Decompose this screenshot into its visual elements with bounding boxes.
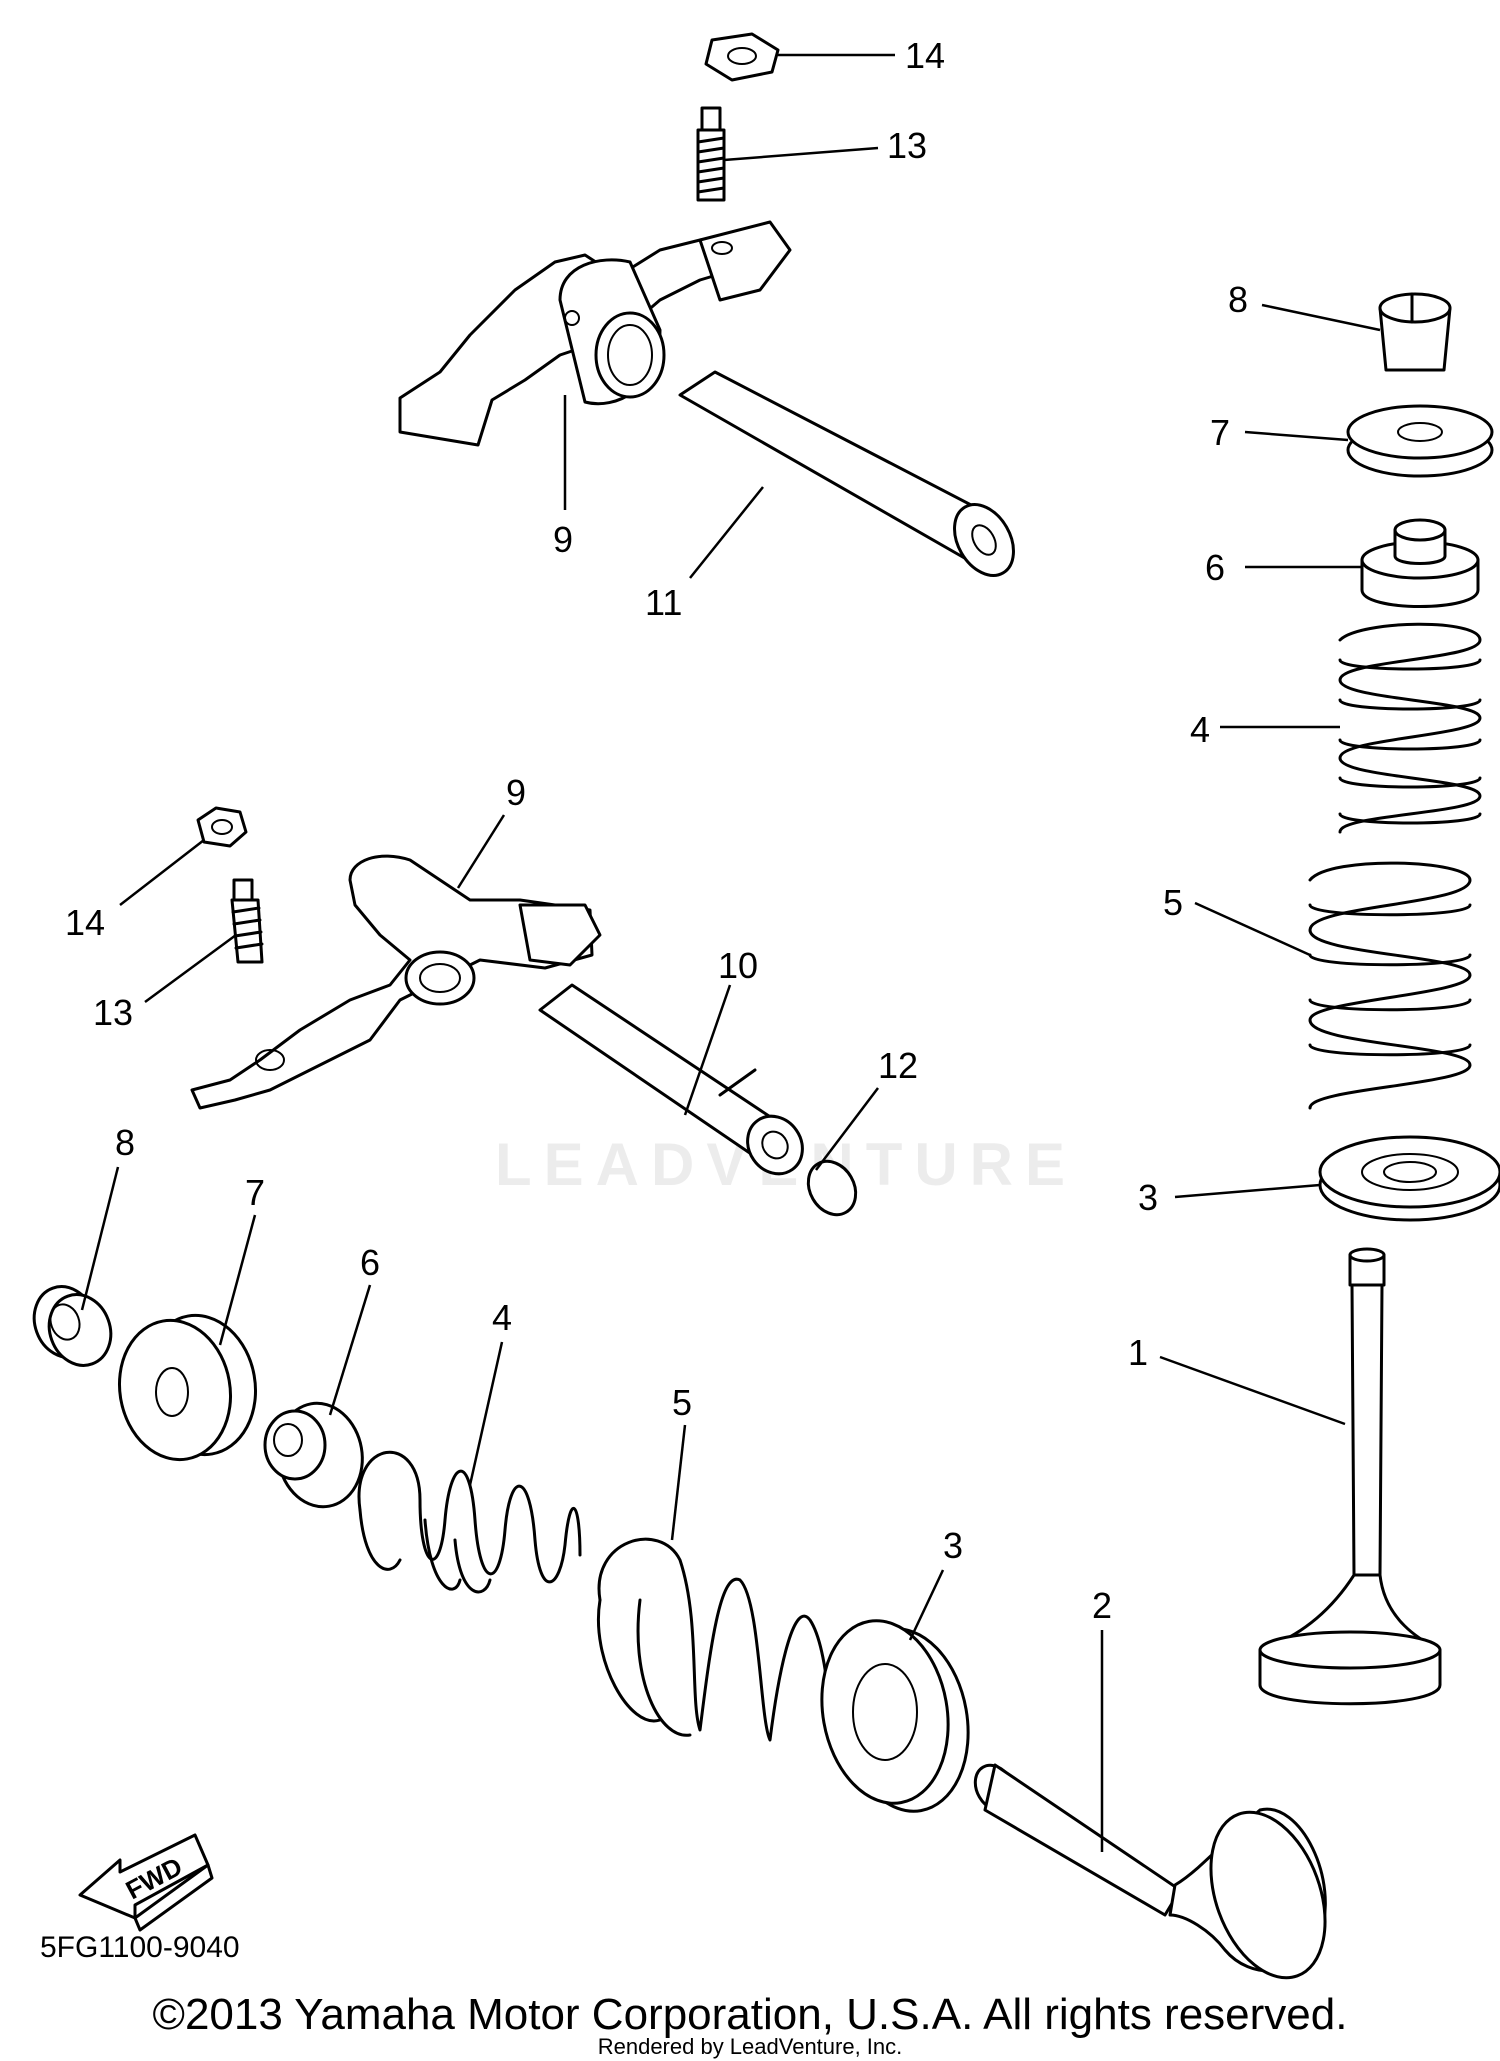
outer-spring-5-right [1308,861,1472,1110]
adjuster-screw-13-top [696,106,726,202]
callout-12: 12 [878,1045,918,1086]
diagram-code: 5FG1100-9040 [40,1931,240,1964]
o-ring-12 [806,1159,858,1217]
nut-14-mid [196,806,248,848]
stem-seal-6-right [1360,518,1480,608]
callout-1: 1 [1128,1332,1148,1373]
callout-6-right: 6 [1205,547,1225,588]
copyright-text: ©2013 Yamaha Motor Corporation, U.S.A. A… [152,1990,1348,2039]
spring-seat-3-left [820,1619,970,1813]
callout-7-right: 7 [1210,412,1230,453]
rocker-shaft-11 [678,370,1015,577]
adjuster-screw-13-mid [230,878,264,964]
spring-retainer-7-right [1346,404,1494,478]
callout-6-left: 6 [360,1242,380,1283]
callout-8-left: 8 [115,1122,135,1163]
callout-13-top: 13 [887,125,927,166]
rocker-shaft-10 [538,983,804,1176]
callout-14-top: 14 [905,35,945,76]
valve-1 [1258,1247,1442,1706]
callout-11: 11 [645,582,682,623]
callout-4-left: 4 [492,1297,512,1338]
nut-14-top [704,32,780,82]
callout-2: 2 [1092,1585,1112,1626]
callout-5-right: 5 [1163,882,1183,923]
rocker-arm-9-top [398,220,792,447]
callout-10: 10 [718,945,758,986]
valve-cotter-8-right [1378,292,1452,372]
valve-cotter-8-left [32,1285,113,1367]
callout-7-left: 7 [245,1172,265,1213]
stem-seal-6-left [263,1401,364,1509]
inner-spring-4-left [357,1450,582,1594]
callout-5-left: 5 [672,1382,692,1423]
rendered-by-text: Rendered by LeadVenture, Inc. [597,2034,903,2059]
spring-retainer-7-left [117,1313,258,1462]
callout-14-mid: 14 [65,902,105,943]
callout-9-top: 9 [553,519,573,560]
valve-2 [973,1763,1327,1980]
spring-seat-3-right [1318,1135,1500,1222]
callout-13-mid: 13 [93,992,133,1033]
callout-9-mid: 9 [506,772,526,813]
callout-3-left: 3 [943,1525,963,1566]
callout-4-right: 4 [1190,709,1210,750]
callout-3-right: 3 [1138,1177,1158,1218]
fwd-arrow-icon: FWD [78,1833,214,1932]
rocker-arm-9-mid [190,854,602,1110]
callout-8-right: 8 [1228,279,1248,320]
inner-spring-4-right [1338,622,1482,834]
outer-spring-5-left [597,1537,837,1747]
